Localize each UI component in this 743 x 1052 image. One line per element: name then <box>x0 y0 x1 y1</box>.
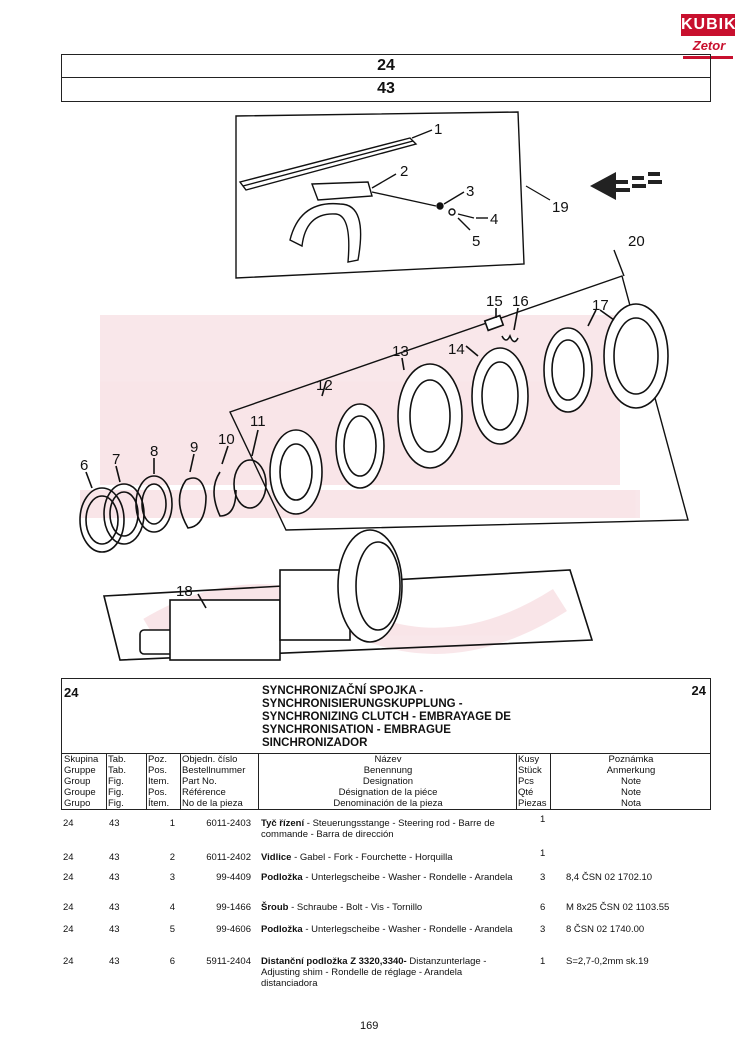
callout-13: 13 <box>392 343 409 360</box>
col-item: Poz.Pos.Item.Pos.Ítem. <box>148 754 170 809</box>
callout-2: 2 <box>400 163 408 180</box>
col-fig: Tab.Tab.Fig.Fig.Fig. <box>108 754 126 809</box>
figure-number: 43 <box>377 80 395 97</box>
direction-arrow <box>590 172 662 200</box>
title-line: SYNCHRONISIERUNGSKUPPLUNG - <box>262 698 463 710</box>
logo-underline <box>683 56 733 59</box>
callout-5: 5 <box>472 233 480 250</box>
synchronizer-gears <box>269 303 669 515</box>
callout-14: 14 <box>448 341 465 358</box>
callout-20: 20 <box>628 233 645 250</box>
callout-1: 1 <box>434 121 442 138</box>
group-figure-header: 24 43 <box>61 54 711 102</box>
callout-7: 7 <box>112 451 120 468</box>
callout-6: 6 <box>80 457 88 474</box>
callout-12: 12 <box>316 377 333 394</box>
callout-4: 4 <box>490 211 498 228</box>
title-line: SINCHRONIZADOR <box>262 737 368 749</box>
group-left: 24 <box>64 685 79 700</box>
callout-11: 11 <box>250 413 266 430</box>
shims-and-circlips <box>79 429 267 553</box>
title-line: SYNCHRONISATION - EMBRAGUE <box>262 724 451 736</box>
page-number: 169 <box>360 1020 379 1032</box>
callout-10: 10 <box>218 431 235 448</box>
exploded-parts-diagram: 1 2 3 4 5 6 7 8 9 10 11 12 13 14 15 16 1… <box>79 111 689 661</box>
group-number: 24 <box>62 55 710 78</box>
callout-16: 16 <box>512 293 529 310</box>
callout-9: 9 <box>190 439 198 456</box>
callout-17: 17 <box>592 297 609 314</box>
parts-list-header: 24 24 SYNCHRONIZAČNÍ SPOJKA - SYNCHRONIS… <box>61 678 711 810</box>
callout-19: 19 <box>552 199 569 216</box>
callout-15: 15 <box>486 293 503 310</box>
callout-labels: 1 2 3 4 5 6 7 8 9 10 11 12 13 14 15 16 1… <box>80 121 645 600</box>
callout-3: 3 <box>466 183 474 200</box>
output-shaft <box>102 529 594 661</box>
kubik-zetor-logo: KUBIK Zetor <box>681 14 736 60</box>
leader-19 <box>525 185 551 201</box>
title-line: SYNCHRONIZING CLUTCH - EMBRAYAGE DE <box>262 711 511 723</box>
group-right: 24 <box>691 683 706 698</box>
assembly-title: SYNCHRONIZAČNÍ SPOJKA - SYNCHRONISIERUNG… <box>262 685 511 750</box>
logo-brand: KUBIK <box>681 14 736 36</box>
callout-18: 18 <box>176 583 193 600</box>
title-line: SYNCHRONIZAČNÍ SPOJKA - <box>262 685 424 697</box>
callout-8: 8 <box>150 443 158 460</box>
fork-inset <box>235 111 525 279</box>
logo-sub: Zetor <box>692 38 726 53</box>
